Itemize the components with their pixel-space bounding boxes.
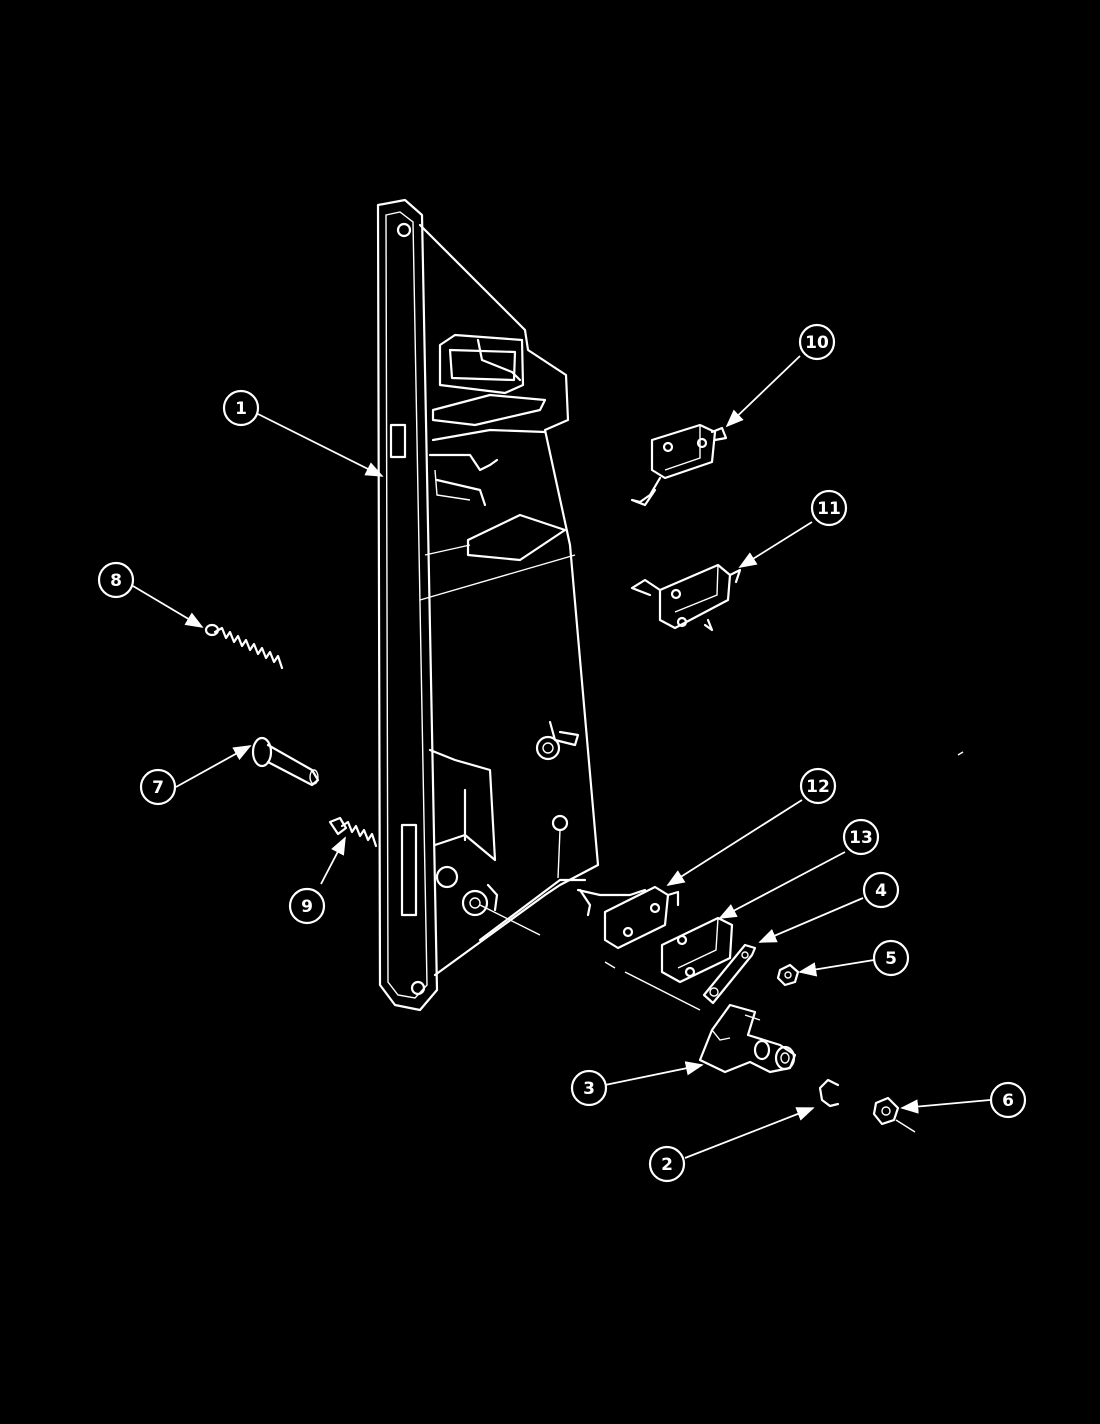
callout-label: 2 <box>661 1155 673 1175</box>
micro-switch-11 <box>630 563 742 632</box>
callout-label: 8 <box>110 571 122 591</box>
callout-label: 11 <box>817 499 841 519</box>
callout-3: 3 <box>570 1069 608 1107</box>
callout-label: 12 <box>806 777 830 797</box>
callout-label: 1 <box>235 399 247 419</box>
callout-4: 4 <box>862 871 900 909</box>
callout-7: 7 <box>139 768 177 806</box>
bracket-4 <box>702 943 757 1005</box>
callout-label: 7 <box>152 778 164 798</box>
micro-switch-12 <box>576 885 680 950</box>
callout-label: 5 <box>885 949 897 969</box>
callout-label: 3 <box>583 1079 595 1099</box>
screw-9 <box>328 816 378 848</box>
callout-9: 9 <box>288 887 326 925</box>
callout-label: 6 <box>1002 1091 1014 1111</box>
callout-5: 5 <box>872 939 910 977</box>
nut-5 <box>776 963 800 987</box>
callout-13: 13 <box>842 818 880 856</box>
micro-switch-10 <box>630 423 728 507</box>
callout-1: 1 <box>222 389 260 427</box>
callout-8: 8 <box>97 561 135 599</box>
leader-lines <box>132 355 991 1159</box>
callout-6: 6 <box>989 1081 1027 1119</box>
callout-10: 10 <box>798 323 836 361</box>
callout-2: 2 <box>648 1145 686 1183</box>
callout-label: 10 <box>805 333 829 353</box>
e-ring-2 <box>818 1078 840 1108</box>
micro-switch-13 <box>660 916 734 984</box>
shoulder-pin-7 <box>251 736 320 787</box>
latch-arm-3 <box>698 1003 797 1074</box>
nut-6 <box>872 1096 916 1133</box>
callout-label: 13 <box>849 828 873 848</box>
spring-8 <box>204 623 284 670</box>
callout-label: 4 <box>875 881 887 901</box>
mounting-plate <box>376 198 600 1012</box>
callout-label: 9 <box>301 897 313 917</box>
callout-11: 11 <box>810 489 848 527</box>
callout-12: 12 <box>799 767 837 805</box>
